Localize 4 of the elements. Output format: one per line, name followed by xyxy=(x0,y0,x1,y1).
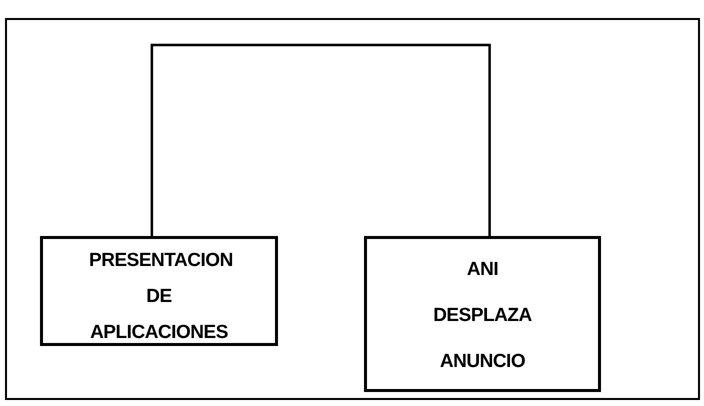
process-box xyxy=(40,236,278,346)
connector-line xyxy=(150,44,491,236)
box-label: ANI DESPLAZA ANUNCIO xyxy=(432,258,533,374)
process-box xyxy=(364,236,601,392)
